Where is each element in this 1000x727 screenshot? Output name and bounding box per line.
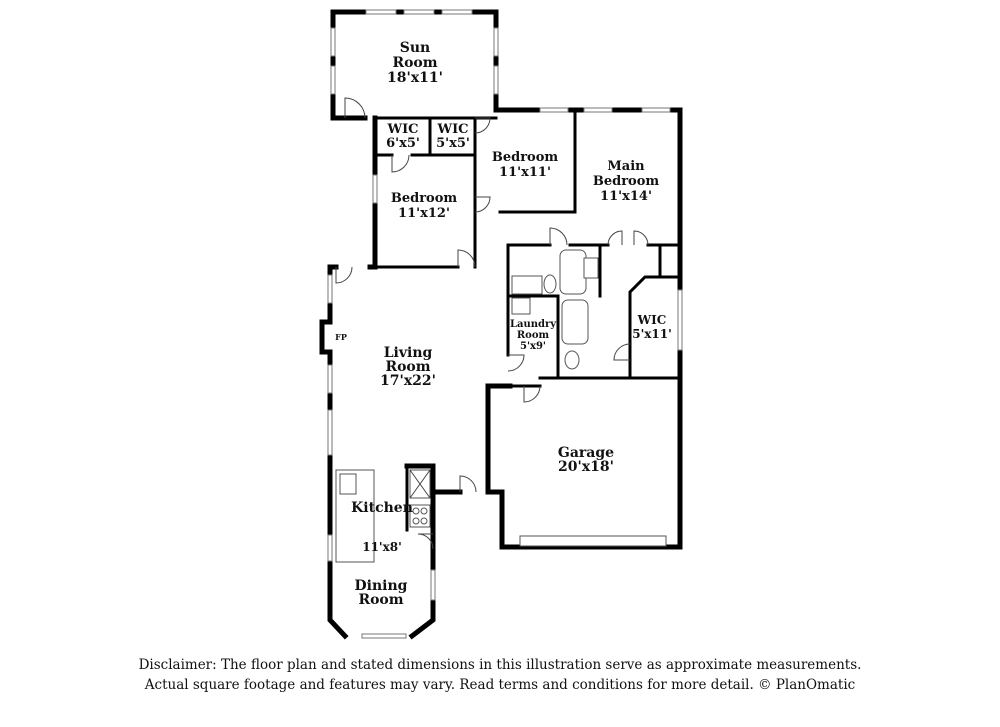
window [327,534,333,562]
burner [412,517,420,525]
window [365,9,397,15]
door [633,230,649,246]
bathroom-sink [511,275,543,295]
window [327,364,333,394]
washer [511,297,531,315]
burner [420,507,428,515]
window [327,409,333,456]
door [507,354,525,372]
living-room-name-1: Living [384,345,433,361]
main-bedroom-name-1: Main [607,159,645,174]
door [335,266,353,284]
burner [412,507,420,515]
door [549,227,568,246]
refrigerator-mark [409,469,431,499]
living-room-size: 17'x22' [380,373,436,389]
window [430,569,436,601]
main-bedroom-size: 11'x14' [600,189,652,204]
windows [327,9,683,639]
window [441,9,473,15]
window [372,174,378,204]
window [583,107,613,113]
door [459,475,477,493]
kitchen-sink [339,473,357,495]
wic-left-name: WIC [386,122,418,137]
bathtub [559,249,587,295]
window [330,27,336,57]
dining-room-name-2: Room [358,592,403,608]
fireplace-label: FP [335,332,347,342]
interior-walls [373,108,682,532]
laundry-size: 5'x9' [520,341,546,352]
laundry-name-2: Room [517,330,550,341]
toilet [543,274,557,294]
bathtub [561,299,589,345]
window [327,274,333,304]
wic-left-size: 6'x5' [386,136,420,151]
window [677,289,683,351]
bedroom-left-name: Bedroom [391,191,458,206]
bedroom-left-size: 11'x12' [398,206,450,221]
room-labels: Sun Room 18'x11' WIC 6'x5' WIC 5'x5' Bed… [335,40,672,608]
window [493,65,499,95]
door [457,249,476,268]
wic-mid-name: WIC [436,122,468,137]
toilet [564,350,580,370]
laundry-name-1: Laundry [510,319,557,330]
garage-size: 20'x18' [558,459,614,475]
sun-room-name-2: Room [392,55,437,71]
window [403,9,435,15]
disclaimer-line-1: Disclaimer: The floor plan and stated di… [138,657,862,673]
dining-east-wall [404,463,436,640]
garage-name: Garage [558,445,614,461]
sun-room-size: 18'x11' [387,70,443,86]
bathroom-vanity [583,257,599,279]
door [417,533,434,550]
window [493,27,499,57]
wic-mid-size: 5'x5' [436,136,470,151]
bedroom-upper-size: 11'x11' [499,165,551,180]
window [361,633,407,639]
main-bedroom-name-2: Bedroom [593,174,660,189]
dining-room-name-1: Dining [355,578,408,594]
sun-room-name-1: Sun [400,40,430,56]
wic-right-name: WIC [637,313,667,327]
kitchen-size: 11'x8' [362,540,402,554]
wic-right-size: 5'x11' [632,327,672,341]
garage-door [519,535,667,547]
wic-right-wall [628,275,682,380]
door [523,385,541,403]
burner [420,517,428,525]
door [613,343,631,361]
kitchen-name: Kitchen [351,500,413,516]
door [607,230,623,246]
dining-west-wall [327,459,349,640]
living-room-name-2: Room [385,359,430,375]
door [391,154,410,173]
window [641,107,671,113]
doors [335,97,667,550]
door [474,117,491,134]
window [539,107,569,113]
door [344,97,366,119]
disclaimer-line-2: Actual square footage and features may v… [144,677,856,693]
fixtures [335,249,599,563]
garage-wall [485,383,683,550]
door [474,196,491,213]
bedroom-upper-name: Bedroom [492,150,559,165]
stove [409,504,431,528]
window [330,65,336,95]
